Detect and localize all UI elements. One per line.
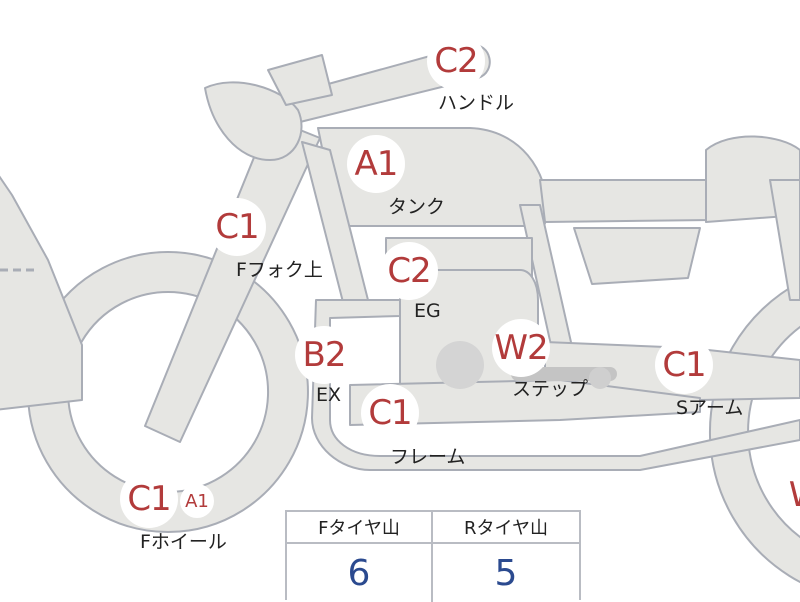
grade-badge-ex: B2 xyxy=(295,326,353,384)
front-tire-value: 6 xyxy=(287,544,433,602)
part-label-ffork: Fフォク上 xyxy=(236,259,323,281)
grade-badge-frame: C1 xyxy=(361,384,419,442)
part-label-ex: EX xyxy=(316,384,342,406)
grade-badge-eg: C2 xyxy=(380,242,438,300)
headlight xyxy=(204,81,303,161)
front-fork xyxy=(144,117,321,443)
grade-badge-tank: A1 xyxy=(347,135,405,193)
side-cover xyxy=(573,227,701,285)
engine-crankcase xyxy=(436,341,484,389)
headlight-mount xyxy=(267,54,333,106)
footrest-end xyxy=(589,367,611,389)
grade-badge-fwheel: C1 xyxy=(120,470,178,528)
part-label-handle: ハンドル xyxy=(438,92,515,114)
part-label-fwheel: Fホイール xyxy=(140,531,227,553)
exhaust-pipe xyxy=(311,299,800,471)
grade-badge-fwheel-secondary: A1 xyxy=(180,484,214,518)
part-label-frame: フレーム xyxy=(390,446,466,468)
tire-tread-table: Fタイヤ山 Rタイヤ山 6 5 xyxy=(285,510,581,602)
front-tire-header: Fタイヤ山 xyxy=(287,512,433,544)
front-fender xyxy=(0,175,83,411)
seat xyxy=(539,179,713,223)
grade-badge-step: W2 xyxy=(492,319,550,377)
rear-subframe xyxy=(769,179,800,301)
part-label-sarm: Sアーム xyxy=(676,397,744,419)
part-label-step: ステップ xyxy=(512,378,589,400)
grade-badge-ffork: C1 xyxy=(208,198,266,256)
rear-tire-value: 5 xyxy=(494,552,518,594)
part-label-tank: タンク xyxy=(388,196,446,218)
rear-tire-header: Rタイヤ山 xyxy=(433,512,579,544)
part-label-eg: EG xyxy=(414,300,441,322)
grade-badge-handle: C2 xyxy=(427,32,485,90)
grade-badge-sarm: C1 xyxy=(655,336,713,394)
